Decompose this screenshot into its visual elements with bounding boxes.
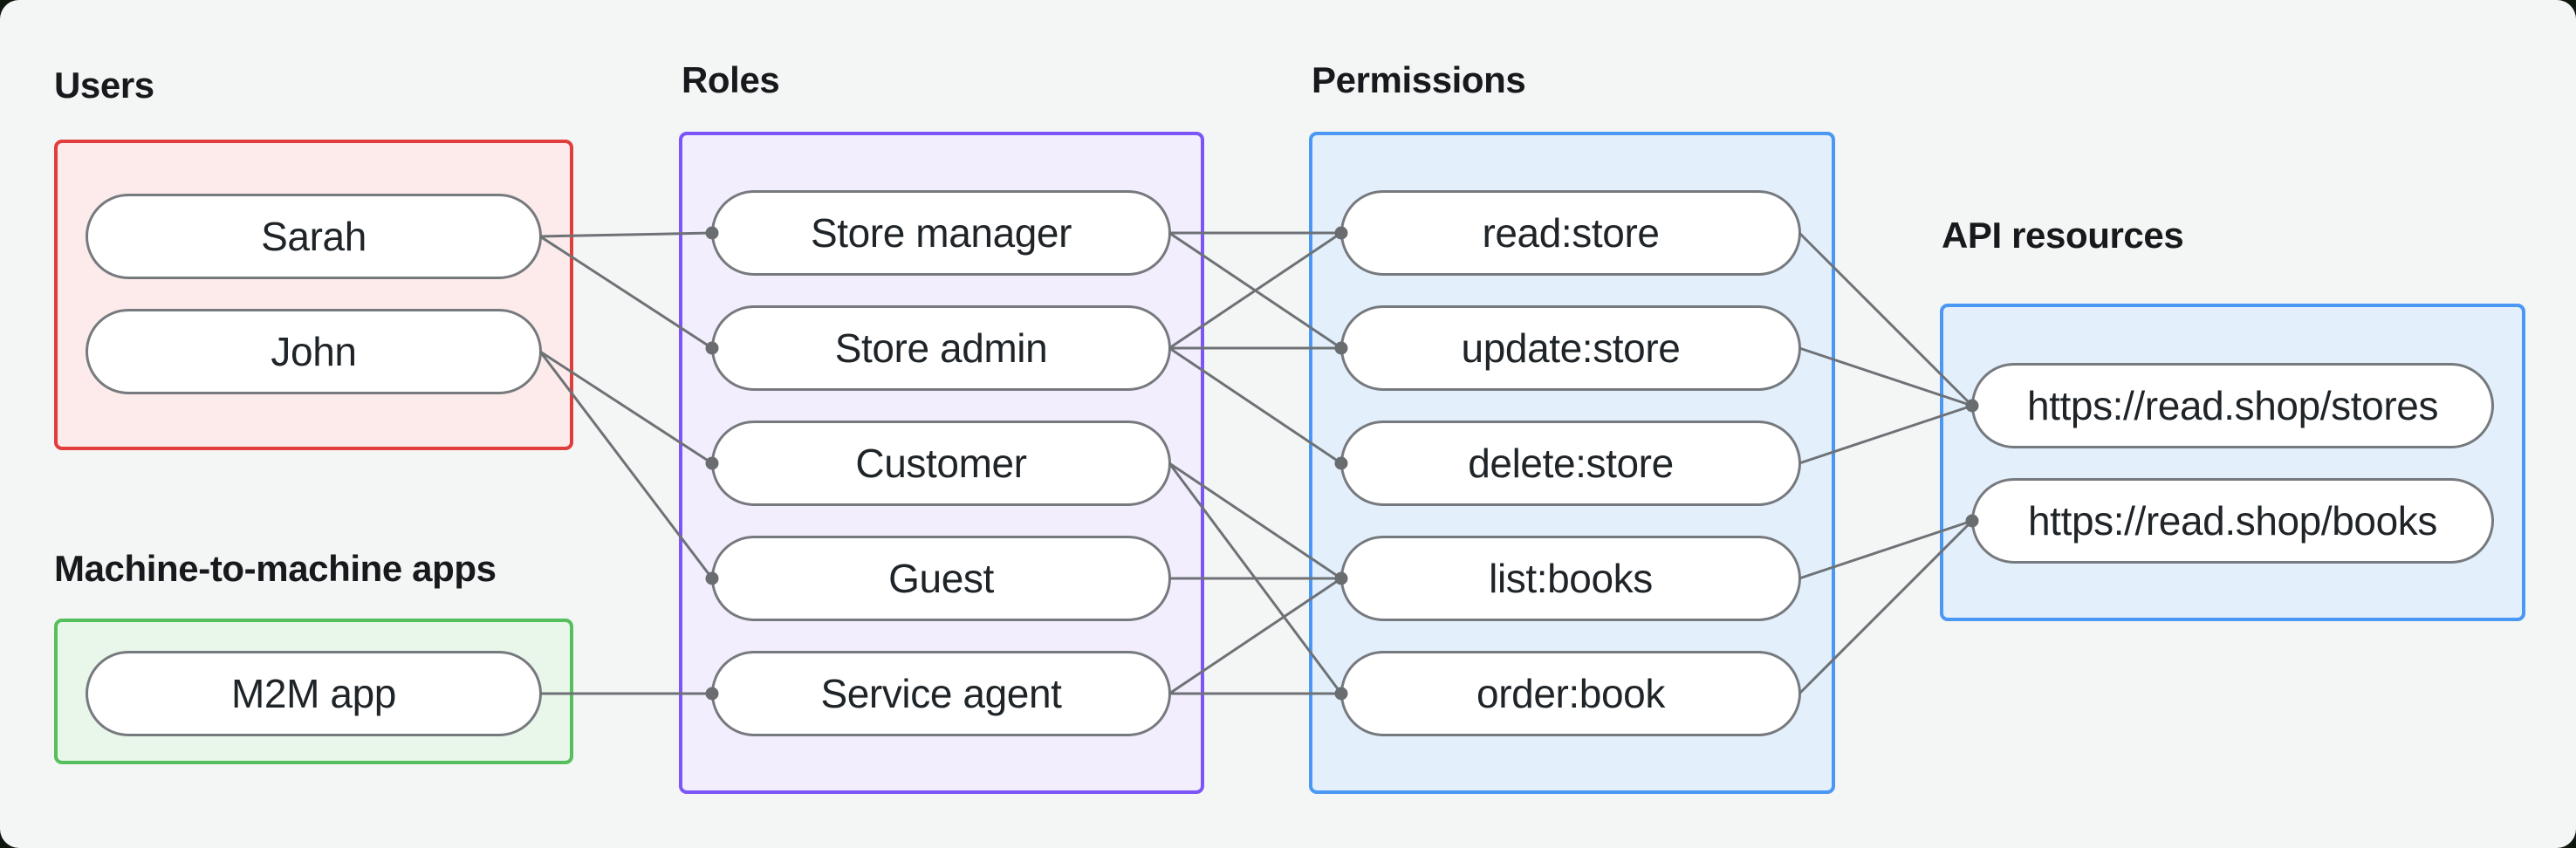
node-api-resource-stores: https://read.shop/stores (1971, 363, 2494, 448)
users-group-label: Users (54, 65, 154, 106)
node-api-resource-books: https://read.shop/books (1971, 478, 2494, 564)
node-permission-order-book: order:book (1340, 651, 1801, 736)
node-user-sarah: Sarah (86, 194, 542, 279)
node-role-store-admin: Store admin (711, 305, 1171, 391)
node-m2m-app: M2M app (86, 651, 542, 736)
permissions-group-label: Permissions (1312, 59, 1526, 100)
node-permission-list-books: list:books (1340, 536, 1801, 621)
node-permission-read-store: read:store (1340, 190, 1801, 276)
node-user-john: John (86, 309, 542, 394)
node-role-guest: Guest (711, 536, 1171, 621)
node-label: Service agent (820, 671, 1062, 716)
node-permission-update-store: update:store (1340, 305, 1801, 391)
roles-group-label: Roles (682, 59, 780, 100)
node-role-store-manager: Store manager (711, 190, 1171, 276)
node-label: delete:store (1468, 441, 1674, 486)
users-group-box (54, 140, 573, 450)
node-label: Guest (888, 556, 994, 601)
node-label: M2M app (231, 671, 396, 716)
node-label: update:store (1461, 325, 1681, 371)
node-label: https://read.shop/books (2028, 498, 2437, 544)
node-label: Sarah (261, 214, 367, 259)
m2m-group-label: Machine-to-machine apps (54, 548, 497, 589)
node-role-service-agent: Service agent (711, 651, 1171, 736)
node-label: list:books (1489, 556, 1653, 601)
node-label: order:book (1476, 671, 1665, 716)
api-resources-group-box (1940, 304, 2525, 621)
api-resources-group-label: API resources (1942, 215, 2184, 256)
node-label: Store manager (810, 210, 1072, 256)
node-role-customer: Customer (711, 421, 1171, 506)
node-label: Customer (855, 441, 1027, 486)
node-label: John (271, 329, 357, 374)
node-label: https://read.shop/stores (2026, 383, 2439, 428)
node-permission-delete-store: delete:store (1340, 421, 1801, 506)
node-label: read:store (1482, 210, 1660, 256)
node-label: Store admin (834, 325, 1048, 371)
